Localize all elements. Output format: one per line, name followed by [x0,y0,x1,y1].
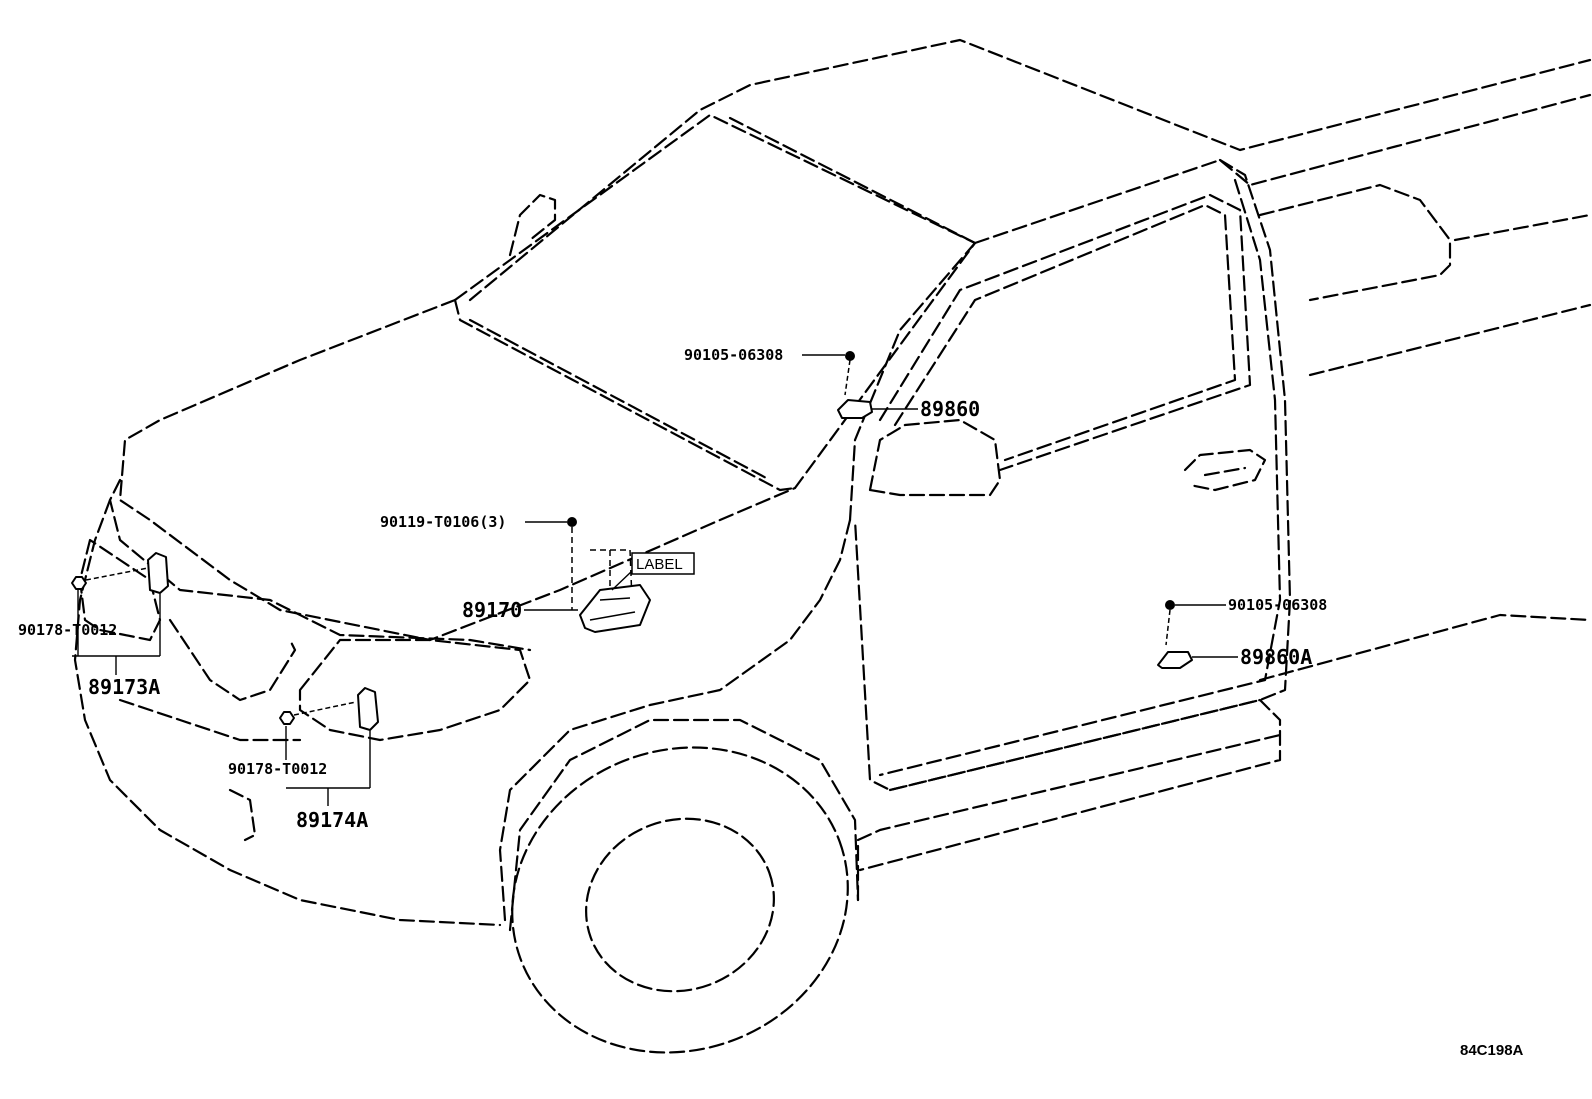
callout-ecu[interactable]: 89170 [462,598,522,622]
nut-icon [71,576,87,590]
sensor-89860-icon [837,399,873,419]
roof-outline [468,38,1592,302]
reference-code: 84C198A [1460,1042,1524,1059]
ecu-detail [589,597,636,621]
windshield-frame [453,113,977,490]
cab-roof-rear [973,93,1592,245]
front-sensor-group-left [71,552,169,675]
vehicle-outline [73,38,1592,1054]
callout-sensor-right[interactable]: 89860A [1240,645,1312,669]
lower-body-line [856,733,1282,902]
hood-front-edge [108,478,532,652]
front-fender [498,518,852,922]
windshield-lower-edge [453,298,797,492]
door-outline [853,158,1292,792]
a-pillar [848,241,977,522]
callout-nut-front[interactable]: 90178-T0012 [228,760,327,778]
ecu-89170-icon [579,584,651,633]
door-window-inner [893,203,1237,462]
door-handle [1183,448,1267,492]
callout-labels: 90105-06308 89860 90119-T0106(3) LABEL 8… [18,346,1524,1059]
airbag-ecu-group [524,517,695,633]
left-mirror [508,193,557,257]
door-handle-inner [1203,466,1247,477]
wheel-arch [508,718,860,932]
bolt-icon [845,351,855,361]
bolt-icon [567,517,577,527]
nut-icon [279,711,295,725]
callout-label-tag[interactable]: LABEL [636,556,683,573]
bed-top-line [1258,183,1452,302]
side-mirror [868,418,1002,497]
bolt-icon [1165,600,1175,610]
bolt-shaft [1165,609,1171,646]
nut-dashed [293,701,357,716]
callout-bolt-center[interactable]: 90119-T0106(3) [380,513,506,531]
callout-sensor-left[interactable]: 89173A [88,675,160,699]
callout-nut-left[interactable]: 90178-T0012 [18,621,117,639]
callout-bolt-right[interactable]: 90105-06308 [1228,596,1327,614]
door-inner-line [878,178,1282,777]
callout-sensor-top[interactable]: 89860 [920,397,980,421]
sensor-89173a-icon [147,552,169,594]
leader-label [611,570,633,591]
headlamp-left [78,538,162,642]
b-pillar-sensor-group-upper [802,351,918,419]
front-wheel-outer [511,746,849,1054]
front-sensor-group-center [279,687,379,806]
callout-bolt-top[interactable]: 90105-06308 [684,346,783,364]
grille-inner [168,618,297,702]
front-wheel-inner [585,817,775,993]
bolt-shaft [844,359,851,396]
sensor-89860a-icon [1157,651,1193,669]
bed-lines [1258,213,1592,682]
hood-outline [118,298,797,642]
door-window-frame [878,193,1252,472]
label-tag-box [631,552,695,575]
rocker-panel [858,698,1282,872]
nut-dashed [85,567,149,581]
door-sensor-group-lower [1157,600,1238,669]
bumper-lower [118,698,302,842]
headlamp-front [298,638,532,742]
sensor-89174a-icon [357,687,379,731]
windshield-lower-edge-inner [468,318,772,482]
callout-sensor-front[interactable]: 89174A [296,808,368,832]
